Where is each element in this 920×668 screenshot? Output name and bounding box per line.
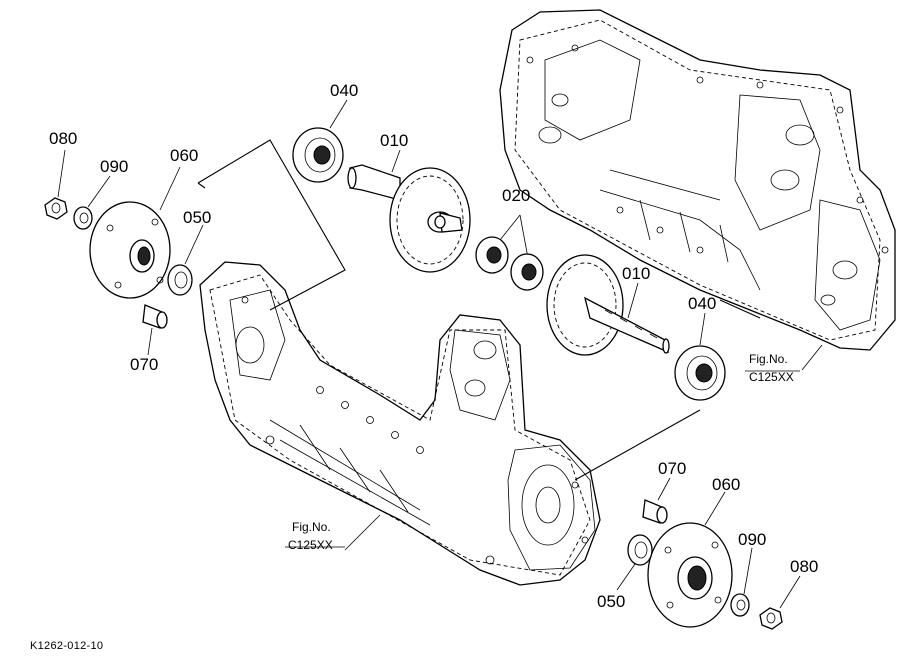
figure-ref-right[interactable]: Fig.No. C125XX xyxy=(749,352,794,384)
nut-080-right xyxy=(759,607,783,630)
label-090-left: 090 xyxy=(100,157,128,176)
label-010-mid: 010 xyxy=(622,264,650,283)
diagram-code: K1262-012-10 xyxy=(30,640,103,652)
label-040-mid: 040 xyxy=(688,294,716,313)
label-020: 020 xyxy=(502,186,530,205)
bolt-070-left xyxy=(142,304,168,329)
figure-ref-right-line1: Fig.No. xyxy=(749,352,788,366)
figure-ref-left-line2: C125XX xyxy=(288,538,333,552)
label-040-top: 040 xyxy=(330,81,358,100)
assembly-leader-lines xyxy=(197,139,761,481)
label-010-top: 010 xyxy=(380,131,408,150)
label-leaders xyxy=(57,99,823,609)
transmission-housing-lower xyxy=(199,261,601,586)
figure-ref-left-line1: Fig.No. xyxy=(292,520,331,534)
label-080-left: 080 xyxy=(49,129,77,148)
gear-case-housing-upper xyxy=(499,9,896,351)
label-060-right: 060 xyxy=(712,475,740,494)
bearing-040-upper xyxy=(292,127,344,183)
bolt-070-right xyxy=(642,499,668,524)
part-labels: 040 010 080 090 060 050 020 070 010 040 … xyxy=(49,81,818,611)
gear-shaft-010-upper xyxy=(347,164,471,273)
bearing-020-b xyxy=(510,253,544,291)
washer-090-left xyxy=(73,206,93,230)
flange-060-left xyxy=(89,201,171,299)
figure-ref-right-line2: C125XX xyxy=(749,370,794,384)
label-090-right: 090 xyxy=(738,530,766,549)
figure-ref-left[interactable]: Fig.No. C125XX xyxy=(288,520,333,552)
label-070-left: 070 xyxy=(130,355,158,374)
nut-080-left xyxy=(44,197,68,220)
label-060-left: 060 xyxy=(170,146,198,165)
gear-shaft-010-lower xyxy=(546,254,670,356)
label-050-left: 050 xyxy=(183,208,211,227)
label-070-right: 070 xyxy=(658,459,686,478)
flange-060-right xyxy=(647,522,733,628)
washer-090-right xyxy=(730,593,750,617)
label-050-right: 050 xyxy=(597,592,625,611)
seal-050-left xyxy=(167,264,193,296)
bearing-040-lower xyxy=(674,345,726,401)
seal-050-right xyxy=(627,534,653,566)
bearing-020-a xyxy=(475,236,509,274)
label-080-right: 080 xyxy=(790,557,818,576)
